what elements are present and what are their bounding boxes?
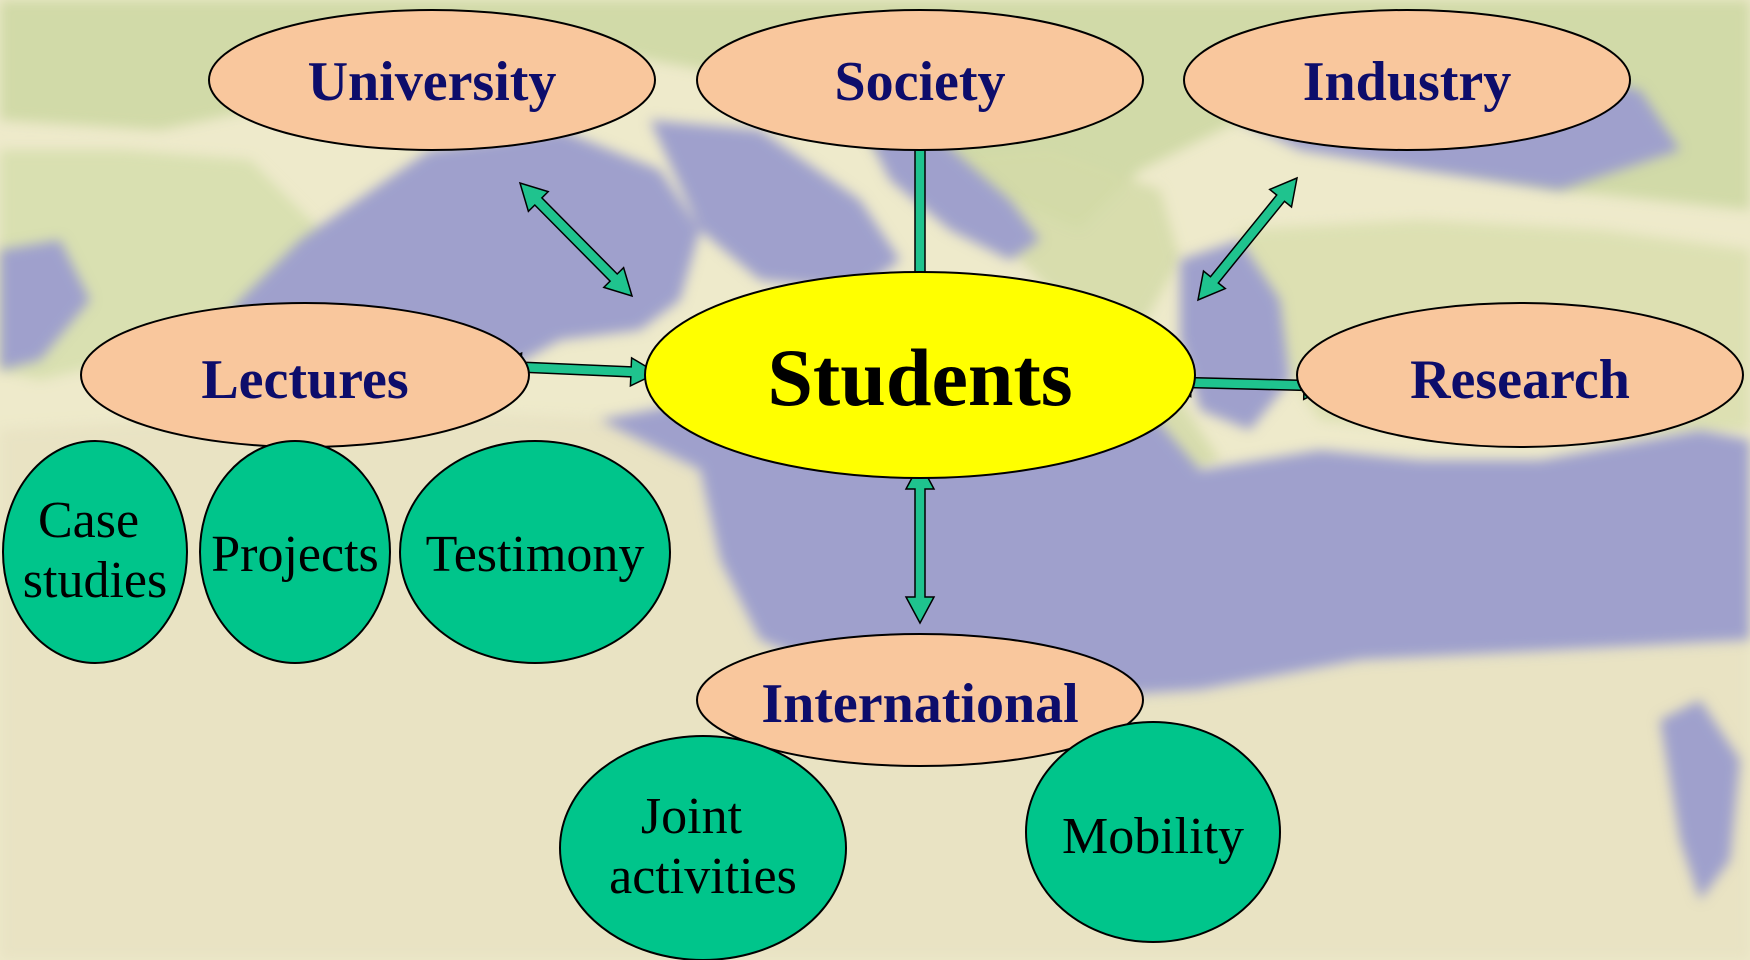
international-oval xyxy=(696,633,1144,767)
node-research[interactable]: Research xyxy=(1296,302,1744,448)
node-international[interactable]: International xyxy=(696,633,1144,767)
joint-activities-label: Joint activities xyxy=(609,788,797,905)
joint-activities-line-2: activities xyxy=(609,848,797,905)
international-items: Joint activities Mobility xyxy=(559,721,1281,960)
map-sea-adriatic xyxy=(860,120,1040,260)
projects-circle xyxy=(199,440,391,664)
research-label: Research xyxy=(1410,349,1630,411)
international-label: International xyxy=(761,673,1078,735)
joint-activities-circle xyxy=(559,735,847,960)
item-testimony[interactable]: Testimony xyxy=(399,440,671,664)
case-studies-circle xyxy=(2,440,188,664)
item-joint-activities[interactable]: Joint activities xyxy=(559,735,847,960)
lectures-label: Lectures xyxy=(201,349,408,411)
top-nodes: University Society Industry xyxy=(208,9,1631,151)
society-oval xyxy=(696,9,1144,151)
arrow-industry-students xyxy=(1197,176,1298,302)
mobility-circle xyxy=(1025,721,1281,943)
students-label: Students xyxy=(767,332,1072,423)
map-sea-atlantic-west xyxy=(0,240,90,370)
case-studies-line-2: studies xyxy=(23,552,167,609)
node-lectures[interactable]: Lectures xyxy=(80,302,530,448)
item-mobility[interactable]: Mobility xyxy=(1025,721,1281,943)
projects-label: Projects xyxy=(211,526,379,583)
item-case-studies[interactable]: Case studies xyxy=(2,440,188,664)
research-oval xyxy=(1296,302,1744,448)
node-industry[interactable]: Industry xyxy=(1183,9,1631,151)
arrow-university-students xyxy=(518,181,634,298)
case-studies-line-1: Case xyxy=(38,492,139,549)
node-university[interactable]: University xyxy=(208,9,656,151)
university-oval xyxy=(208,9,656,151)
item-projects[interactable]: Projects xyxy=(199,440,391,664)
industry-oval xyxy=(1183,9,1631,151)
mobility-label: Mobility xyxy=(1062,808,1244,865)
arrow-international-students xyxy=(904,461,936,625)
testimony-circle xyxy=(399,440,671,664)
map-sea-tyrrhenian xyxy=(650,120,900,290)
map-sea-red xyxy=(1660,700,1740,900)
connector-arrows xyxy=(493,111,1332,625)
case-studies-label: Case studies xyxy=(23,492,167,609)
university-label: University xyxy=(308,51,557,113)
students-oval xyxy=(644,271,1196,479)
joint-activities-line-1: Joint xyxy=(641,788,743,845)
node-students[interactable]: Students xyxy=(644,271,1196,479)
node-society[interactable]: Society xyxy=(696,9,1144,151)
map-land-green-iberia xyxy=(0,150,330,380)
industry-label: Industry xyxy=(1303,51,1512,113)
lecture-items: Case studies Projects Testimony xyxy=(2,440,671,664)
society-label: Society xyxy=(834,51,1005,113)
testimony-label: Testimony xyxy=(426,526,645,583)
